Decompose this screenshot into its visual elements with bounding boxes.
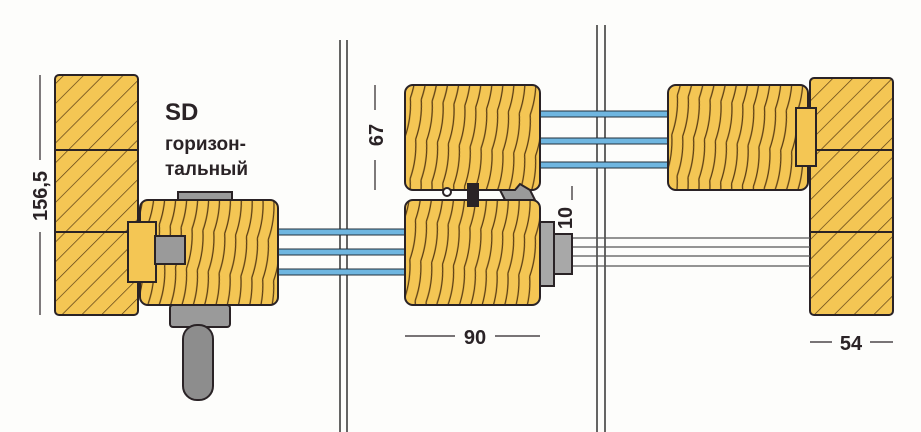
lower-sash	[404, 199, 573, 306]
rails	[570, 237, 810, 267]
reference-lines	[339, 25, 606, 432]
dim-wall-height: 156,5	[30, 171, 52, 221]
left-wall	[54, 74, 139, 316]
system-label-line2: тальный	[165, 159, 248, 180]
dim-sash-height: 67	[366, 124, 388, 146]
system-code: SD	[165, 99, 198, 126]
handle-base-icon	[169, 304, 231, 328]
dim-sash-width: 90	[464, 327, 486, 349]
handle-icon	[182, 324, 214, 401]
left-frame	[127, 191, 279, 401]
upper-sash	[404, 84, 541, 207]
right-sash	[667, 84, 817, 191]
dim-wall-width: 54	[840, 333, 863, 355]
dimension-lines	[39, 75, 893, 343]
lower-glazing	[261, 228, 413, 276]
right-wall	[809, 77, 894, 316]
upper-glazing	[521, 110, 691, 169]
dim-gap: 10	[555, 207, 577, 229]
system-label-line1: горизон-	[165, 134, 246, 155]
